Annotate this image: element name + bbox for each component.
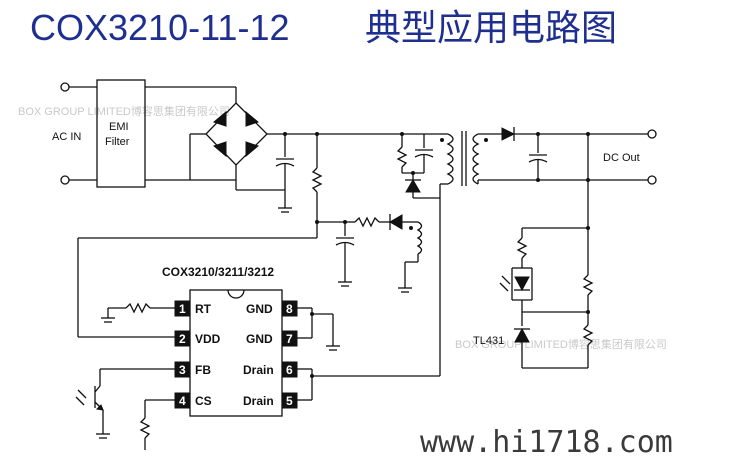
title-part-number: COX3210-11-12: [30, 7, 290, 48]
pin-6-name: Drain: [243, 363, 274, 377]
pin-7-name: GND: [246, 332, 273, 346]
pin-2-box: [174, 330, 191, 347]
ac-in-label: AC IN: [52, 131, 81, 143]
title-caption: 典型应用电路图: [365, 8, 617, 49]
pin-1-name: RT: [195, 302, 212, 316]
pin-7-number: 7: [286, 332, 293, 346]
optocoupler-transistor: [75, 368, 175, 439]
aux-winding-circuit: [317, 214, 423, 293]
controller-ic: COX3210/3211/3212 1 RT 2 VDD 3 FB 4 CS 8…: [162, 265, 298, 417]
pin-4-number: 4: [179, 394, 186, 408]
output-capacitors: [528, 132, 590, 228]
pin-3-number: 3: [179, 363, 186, 377]
pin-6-number: 6: [286, 363, 293, 377]
pin-4-name: CS: [195, 394, 212, 408]
ac-input: AC IN: [52, 82, 97, 185]
bulk-capacitor: [235, 132, 295, 213]
drain-connection: [297, 368, 314, 401]
cs-resistor: [139, 399, 175, 450]
pin-3-name: FB: [195, 363, 211, 377]
emi-label-line1: EMI: [109, 121, 129, 133]
pin-1-number: 1: [179, 302, 186, 316]
pin-5-number: 5: [286, 394, 293, 408]
chip-name: COX3210/3211/3212: [162, 265, 274, 279]
rt-resistor: [101, 302, 175, 323]
watermark-company-mid: BOX GROUP LIMITED博容思集团有限公司: [455, 337, 667, 351]
pin-5-name: Drain: [243, 394, 274, 408]
gnd-connection: [297, 307, 340, 351]
watermark-site: www.hi1718.com: [420, 425, 673, 460]
tl431-label: TL431: [473, 335, 504, 347]
pin-2-name: VDD: [195, 332, 221, 346]
emi-label-line2: Filter: [105, 136, 130, 148]
emi-filter: EMI Filter: [96, 79, 237, 188]
pin-2-number: 2: [179, 332, 186, 346]
pin-8-name: GND: [246, 302, 273, 316]
bridge-rectifier: [205, 102, 440, 166]
dc-out-label: DC Out: [603, 152, 640, 164]
primary-snubber: [314, 132, 454, 377]
feedback-network: TL431: [473, 226, 594, 369]
pin-8-number: 8: [286, 302, 293, 316]
startup-resistor: [77, 132, 323, 338]
watermark-company-top: BOX GROUP LIMITED博容思集团有限公司: [18, 104, 230, 118]
dc-output: DC Out: [603, 129, 657, 185]
